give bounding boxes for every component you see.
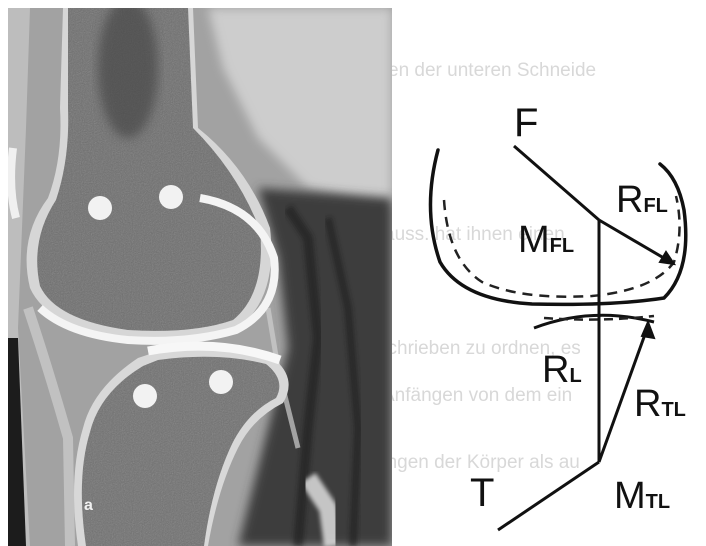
label-r-fl: RFL bbox=[616, 179, 668, 221]
label-m-fl: MFL bbox=[518, 219, 574, 261]
radius-tl-arrowhead bbox=[642, 322, 654, 338]
marker-dot bbox=[159, 185, 183, 209]
knee-section-photo: a bbox=[8, 8, 392, 546]
schematic-diagram: en der unteren Schneide auss. hat ihnen … bbox=[392, 0, 706, 546]
label-t: T bbox=[470, 471, 494, 515]
panel-label: a bbox=[84, 497, 93, 514]
marker-dot bbox=[133, 384, 157, 408]
label-m-tl: MTL bbox=[614, 475, 670, 517]
label-r-tl: RTL bbox=[634, 383, 686, 425]
femur-axis-line bbox=[514, 146, 599, 220]
bleed-through-text: en der unteren Schneide auss. hat ihnen … bbox=[392, 60, 596, 473]
label-f: F bbox=[514, 101, 538, 145]
svg-text:ungen der Körper als au: ungen der Körper als au bbox=[392, 452, 580, 473]
radius-fl-arrowhead bbox=[660, 252, 674, 264]
marker-dot bbox=[88, 196, 112, 220]
marker-dot bbox=[209, 370, 233, 394]
svg-text:en der unteren Schneide: en der unteren Schneide bbox=[392, 60, 596, 81]
